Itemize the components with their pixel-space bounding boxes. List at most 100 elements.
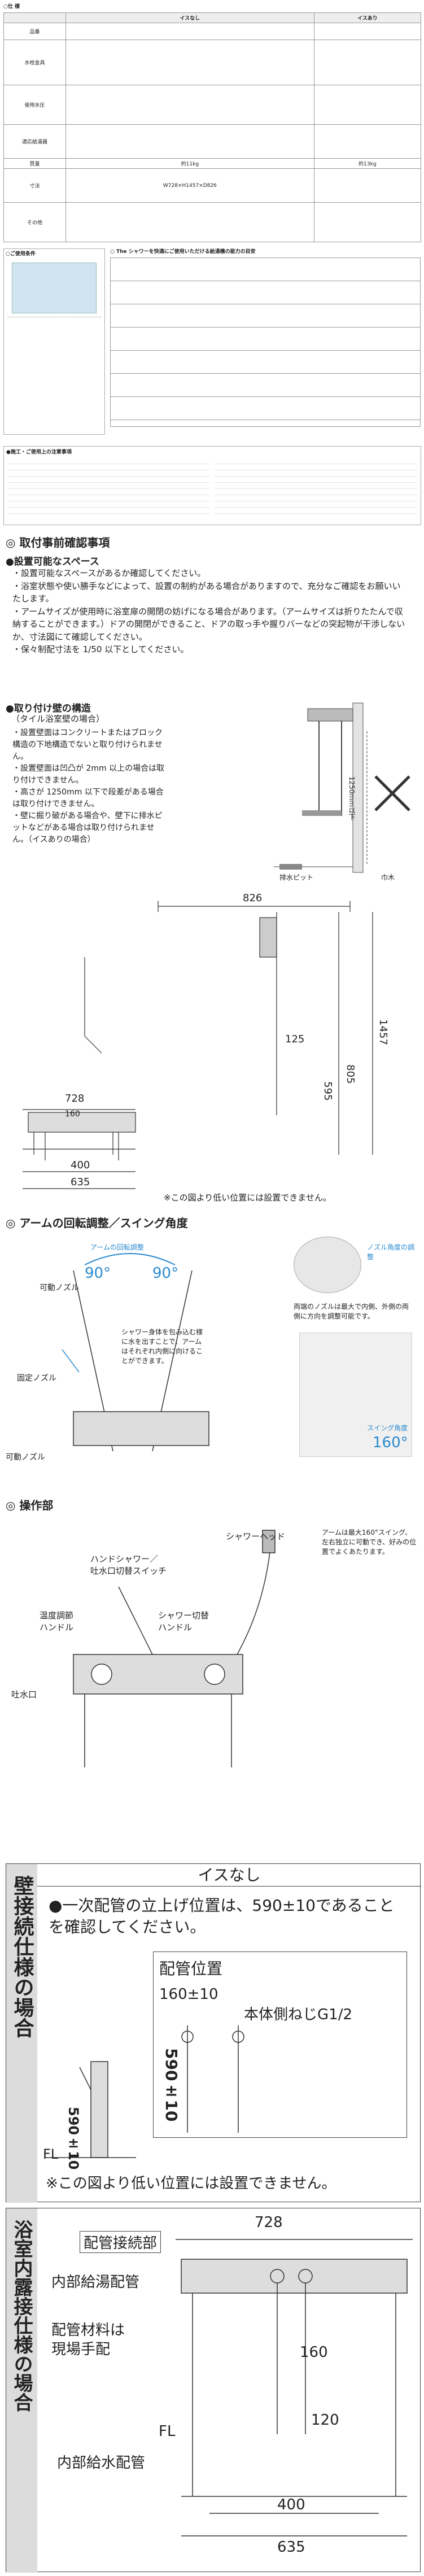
spec-cell	[65, 40, 314, 86]
wall-conn-side: 壁接続仕様の場合	[6, 1864, 37, 2203]
label-fixed: 固定ノズル	[17, 1374, 56, 1383]
bath-d400: 400	[277, 2496, 305, 2513]
pos-d590b: 590±10	[162, 2048, 181, 2122]
spec-cell: 約11kg	[65, 158, 314, 169]
bath-d160: 160	[300, 2344, 328, 2361]
bath-conn-side-title: 浴室内露接仕様の場合	[10, 2220, 33, 2412]
label-spout: 吐水口	[11, 1689, 37, 1700]
swing-illustration	[299, 1333, 412, 1457]
label-movable-2: 可動ノズル	[6, 1453, 45, 1462]
wall-illustration: 1250mm以下 排水ピット 巾木	[268, 697, 421, 884]
bath-cold: 内部給水配管	[57, 2455, 146, 2472]
bath-conn-side: 浴室内露接仕様の場合	[6, 2208, 37, 2573]
dim-160: 160	[65, 1110, 80, 1119]
confirm-heading: ◎ 取付事前確認事項	[6, 536, 110, 549]
spec-section: ○仕 様 イスなし イスあり 品番 水栓金具 使用水圧 適応給湯器 質量約11k…	[3, 3, 422, 243]
conditions-title: ○ご使用条件	[6, 251, 36, 257]
note-center: シャワー身体を包み込む様に水を出すことで、アームはそれぞれ内側に向けることができ…	[121, 1328, 203, 1365]
spec-col-chair: イスあり	[313, 12, 422, 24]
space-line: ・保々制配寸法を 1/50 以下としてください。	[12, 644, 189, 654]
dim-400: 400	[71, 1159, 90, 1171]
label-swing: スイング角度	[367, 1424, 408, 1432]
nozzle-icon	[294, 1237, 361, 1293]
pos-title: 配管位置	[159, 1959, 223, 1978]
dim-805: 805	[344, 1064, 356, 1084]
arm-svg	[62, 1253, 209, 1452]
label-rot: アームの回転調整	[90, 1243, 144, 1251]
wall-line: ・壁に掘り破がある場合や、壁下に排水ピットなどがある場合は取り付けられません。（…	[12, 811, 163, 844]
space-text: ・設置可能なスペースがあるか確認してください。 ・浴室状態や使い勝手などによって…	[12, 567, 408, 656]
spec-cell	[313, 85, 422, 125]
wall-line: ・設置壁面はコンクリートまたはブロック構造の下地構造でないと取り付けられません。	[12, 728, 163, 761]
wall-conn-d590a: 590±10	[65, 2107, 81, 2170]
label-nozzle-angle: ノズル角度の調整	[367, 1243, 415, 1261]
note-1250: 1250mm以下	[348, 776, 356, 820]
wall-line: ・高さが 1250mm 以下で段差がある場合は取り付けできません。	[12, 788, 164, 809]
label-switch: シャワー切替 ハンドル	[158, 1610, 209, 1632]
spec-cell: 約13kg	[313, 158, 422, 169]
wall-conn-top: イスなし	[37, 1864, 421, 1887]
arm-side: ノズル角度の調整 両端のノズルは最大で内側、外側の両側に方向を調整可能です。 ス…	[288, 1237, 418, 1479]
dimension-drawing: 826 728 160 125 805 595 1457 400 635 ※この…	[23, 889, 390, 1206]
dim-125: 125	[285, 1033, 305, 1045]
dim-635: 635	[71, 1176, 90, 1188]
note-swing: アームは最大160°スイング、左右独立に可動でき、好みの位置でよくあたります。	[322, 1529, 417, 1556]
label-wall-base: 巾木	[381, 874, 395, 881]
dim-1457: 1457	[377, 1019, 389, 1045]
spec-cell	[65, 85, 314, 125]
bath-svg	[176, 2239, 413, 2536]
construction-title: ●施工・ご使用上の注意事項	[6, 449, 72, 455]
spec-col-blank	[3, 12, 66, 24]
dimension-svg	[23, 901, 373, 1189]
dim-595: 595	[322, 1081, 334, 1101]
shower-table-section: ○ The シャワーを快適にご使用いただける給湯機の能力の目安	[110, 248, 421, 435]
spec-cell: W728×H1457×D826	[65, 168, 314, 203]
wall-conn-main: ●一次配管の立上げ位置は、590±10であることを確認してください。	[49, 1896, 395, 1936]
conditions-notes	[7, 317, 101, 401]
spec-col-no-chair: イスなし	[65, 12, 314, 24]
ops-heading: ◎ 操作部	[6, 1499, 54, 1512]
label-temp: 温度調節 ハンドル	[40, 1610, 74, 1632]
pos-screw: 本体側ねじG1/2	[244, 2006, 352, 2023]
construction-col-right	[215, 458, 417, 515]
spec-cell	[313, 202, 422, 243]
wall-conn-illustration	[46, 2056, 136, 2163]
wall-diagram-svg	[274, 702, 410, 873]
spec-cell	[65, 23, 314, 41]
bath-conn-box: 浴室内露接仕様の場合 728 配管接続部 内部給湯配管 配管材料は 現場手配 内…	[6, 2208, 421, 2573]
bath-material: 配管材料は 現場手配	[51, 2322, 125, 2358]
wall-conn-note: ※この図より低い位置には設置できません。	[46, 2175, 336, 2192]
spec-cell	[65, 124, 314, 159]
wall-conn-fl: FL	[43, 2146, 59, 2162]
spec-row-label: 品番	[3, 23, 66, 41]
wall-conn-side-title: 壁接続仕様の場合	[10, 1875, 34, 2038]
spec-row-label: 寸法	[3, 168, 66, 203]
pos-box: 配管位置 160±10 本体側ねじG1/2 590±10	[153, 1951, 407, 2138]
conditions-box: ○ご使用条件	[3, 248, 105, 435]
bath-hot: 内部給湯配管	[51, 2274, 140, 2291]
conditions-illustration	[12, 263, 97, 314]
wall-conn-box: 壁接続仕様の場合 イスなし ●一次配管の立上げ位置は、590±10であることを確…	[6, 1863, 421, 2203]
wall-sub: （タイル浴室壁の場合）	[11, 714, 105, 724]
spec-cell	[313, 40, 422, 86]
spec-cell	[65, 202, 314, 243]
bath-d728: 728	[255, 2214, 283, 2231]
arm-diagram: アームの回転調整 可動ノズル 固定ノズル 可動ノズル 90° 90° シャワー身…	[6, 1237, 277, 1485]
bath-fl: FL	[159, 2423, 176, 2440]
shower-table-title: ○ The シャワーを快適にご使用いただける給湯機の能力の目安	[110, 249, 256, 255]
construction-col-left	[7, 458, 209, 515]
spec-cell	[313, 124, 422, 159]
bath-d120: 120	[311, 2412, 339, 2429]
spec-cell	[313, 168, 422, 203]
wall-text: ・設置壁面はコンクリートまたはブロック構造の下地構造でないと取り付けられません。…	[12, 727, 165, 846]
angle-2: 90°	[152, 1265, 179, 1282]
spec-row-label: 適応給湯器	[3, 124, 66, 159]
label-movable: 可動ノズル	[40, 1283, 79, 1293]
angle-1: 90°	[85, 1265, 111, 1282]
arm-heading: ◎ アームの回転調整／スイング角度	[6, 1216, 188, 1230]
spec-title: ○仕 様	[3, 4, 20, 10]
label-hand-shower: ハンドシャワー／ 吐水口切替スイッチ	[90, 1554, 167, 1576]
dim-826: 826	[243, 892, 263, 904]
space-line: ・アームサイズが使用時に浴室扉の開閉の妨げになる場合があります。（アームサイズは…	[12, 606, 405, 642]
